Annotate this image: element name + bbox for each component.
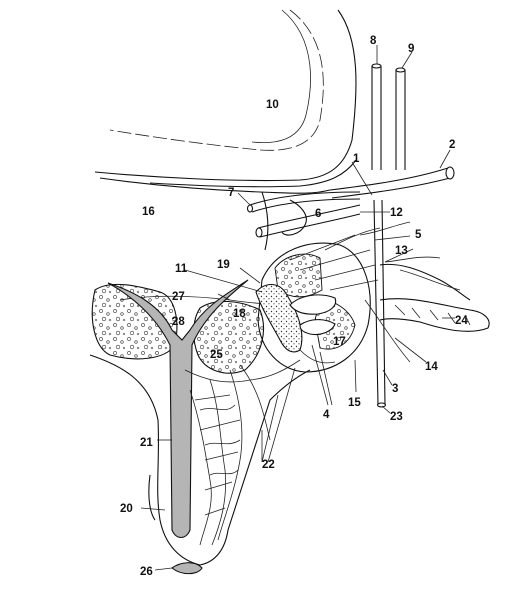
- label-6: 6: [315, 208, 321, 220]
- label-14: 14: [425, 361, 438, 373]
- label-10: 10: [266, 99, 279, 111]
- label-25: 25: [210, 349, 223, 361]
- label-15: 15: [348, 397, 361, 409]
- label-17: 17: [333, 336, 346, 348]
- right-branches: [359, 221, 490, 363]
- label-28: 28: [172, 316, 185, 328]
- label-26: 26: [140, 566, 153, 578]
- cerebral-hemisphere: [94, 9, 357, 188]
- label-23: 23: [390, 411, 403, 423]
- vertical-vessels: [329, 63, 455, 408]
- label-5: 5: [415, 229, 422, 241]
- label-9: 9: [408, 43, 414, 55]
- leader-lines: [140, 45, 455, 571]
- label-13: 13: [395, 245, 408, 257]
- tubular-structures: [246, 191, 361, 238]
- label-8: 8: [370, 35, 377, 47]
- label-16: 16: [142, 206, 155, 218]
- septal-cartilage: [107, 279, 249, 539]
- label-22: 22: [262, 459, 275, 471]
- label-21: 21: [140, 437, 153, 449]
- label-7: 7: [228, 187, 234, 199]
- label-20: 20: [120, 503, 133, 515]
- nasal-outline: [89, 354, 311, 575]
- label-2: 2: [449, 139, 455, 151]
- label-18: 18: [233, 308, 246, 320]
- label-24: 24: [455, 315, 468, 327]
- label-19: 19: [217, 259, 230, 271]
- label-4: 4: [323, 409, 330, 421]
- nerve-network: [184, 359, 301, 546]
- sinus-region: [99, 177, 331, 251]
- label-12: 12: [390, 207, 403, 219]
- figure-labels: 1 2 3 4 5 6 7 8 9 10 11 12 13 14 15 16 1…: [120, 35, 468, 578]
- label-3: 3: [392, 383, 398, 395]
- bone-plates: [91, 283, 286, 374]
- label-1: 1: [353, 153, 360, 165]
- label-11: 11: [175, 263, 188, 275]
- label-27: 27: [172, 291, 185, 303]
- central-structure: [255, 227, 381, 373]
